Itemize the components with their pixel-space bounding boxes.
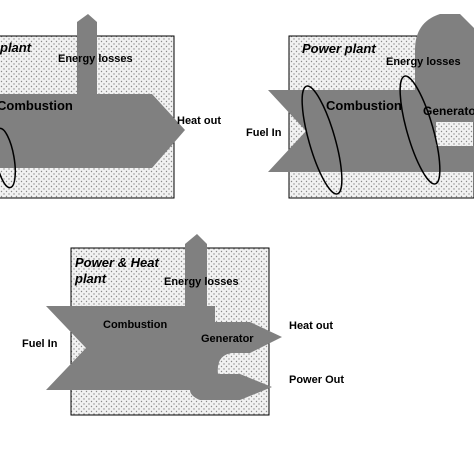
power-out-label: Power Out <box>289 374 344 386</box>
generator-label: Generator <box>201 333 254 345</box>
panel-title: plant <box>0 40 32 55</box>
heat-flow-arrow <box>0 94 185 168</box>
heat-out-label: Heat out <box>177 115 221 127</box>
energy-losses-label: Energy losses <box>386 56 461 68</box>
panel-title-line2: plant <box>74 271 107 286</box>
energy-losses-flow <box>185 234 207 320</box>
panel-power-heat-plant: Power & Heat plant Energy losses Combust… <box>22 234 344 416</box>
panel-power-plant: Power plant Energy losses Combustion Gen… <box>246 14 474 199</box>
energy-losses-label: Energy losses <box>58 53 133 65</box>
fuel-in-flow <box>268 90 436 172</box>
energy-losses-flow <box>77 14 97 100</box>
fuel-in-label: Fuel In <box>246 127 282 139</box>
panel-title: Power plant <box>302 41 376 56</box>
power-out-flow <box>436 146 474 172</box>
energy-losses-label: Energy losses <box>164 276 239 288</box>
energy-losses-flow <box>415 14 474 122</box>
fuel-in-label: Fuel In <box>22 338 58 350</box>
heat-out-label: Heat out <box>289 320 333 332</box>
generator-label: Generator <box>423 104 474 118</box>
combustion-label: Combustion <box>0 98 73 113</box>
system-boundary-ellipse-right <box>399 75 441 185</box>
panel-heat-plant: plant Energy losses Combustion Heat out <box>0 14 221 199</box>
main-fuel-flow <box>46 306 282 400</box>
system-boundary-ellipse-left <box>301 85 343 195</box>
panel-title-line1: Power & Heat <box>75 255 159 270</box>
system-boundary-ellipse <box>0 127 17 189</box>
combustion-label: Combustion <box>326 98 402 113</box>
combustion-label: Combustion <box>103 319 167 331</box>
